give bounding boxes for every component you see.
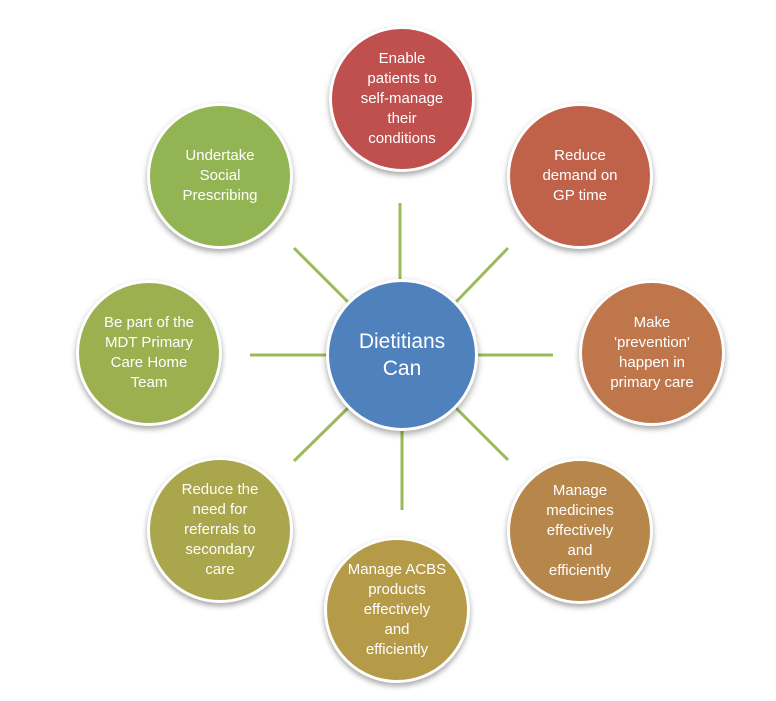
- node-label: Make 'prevention' happen in primary care: [610, 314, 694, 391]
- connector-top-left: [292, 246, 351, 305]
- center-label: Dietitians Can: [358, 330, 446, 380]
- node-bottom: Manage ACBS products effectively and eff…: [324, 537, 470, 683]
- node-label: Manage ACBS products effectively and eff…: [347, 561, 447, 658]
- node-top-left: Undertake Social Prescribing: [147, 103, 293, 249]
- node-right: Make 'prevention' happen in primary care: [579, 280, 725, 426]
- connector-bottom-left: [292, 405, 351, 463]
- node-top-right: Reduce demand on GP time: [507, 103, 653, 249]
- connector-top-right: [453, 246, 510, 305]
- node-left: Be part of the MDT Primary Care Home Tea…: [76, 280, 222, 426]
- node-bottom-left: Reduce the need for referrals to seconda…: [147, 457, 293, 603]
- node-label: Undertake Social Prescribing: [182, 147, 258, 204]
- node-label: Reduce the need for referrals to seconda…: [181, 481, 259, 578]
- node-bottom-right: Manage medicines effectively and efficie…: [507, 458, 653, 604]
- node-label: Reduce demand on GP time: [542, 147, 618, 204]
- node-top: Enable patients to self-manage their con…: [329, 26, 475, 172]
- center-node: Dietitians Can: [326, 279, 478, 431]
- node-label: Be part of the MDT Primary Care Home Tea…: [103, 314, 195, 391]
- connector-bottom-right: [453, 405, 510, 462]
- node-label: Enable patients to self-manage their con…: [360, 50, 444, 147]
- node-label: Manage medicines effectively and efficie…: [546, 482, 614, 579]
